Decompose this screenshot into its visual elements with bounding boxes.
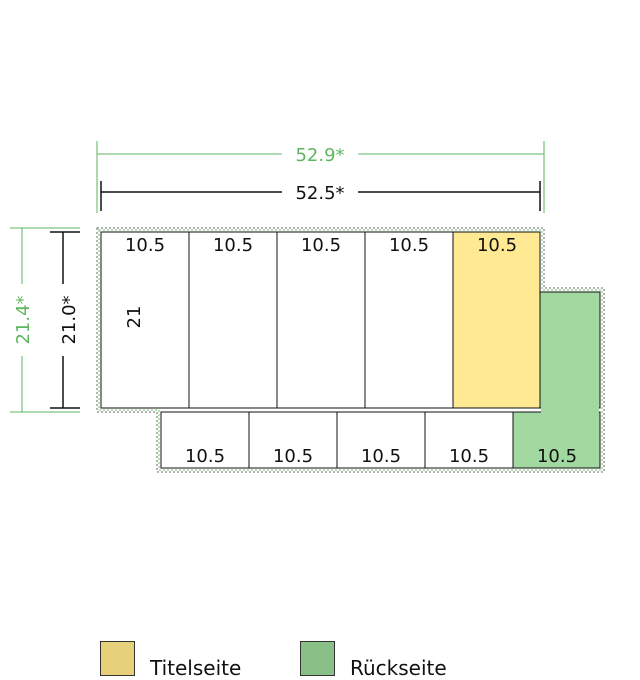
back-page-flap <box>539 291 601 409</box>
outer-width-dimension <box>96 141 545 213</box>
bottom-panel-1-label: 10.5 <box>185 446 225 467</box>
top-panel-4-label: 10.5 <box>389 235 429 256</box>
legend-back-page: Rückseite <box>300 640 447 680</box>
top-row <box>100 231 541 409</box>
bleed-outline-inner <box>98 229 603 471</box>
top-panel-1-label: 10.5 <box>125 235 165 256</box>
top-panel-2 <box>188 231 278 409</box>
title-page-panel <box>452 231 541 409</box>
title-page-swatch <box>100 641 135 676</box>
top-panel-4 <box>364 231 454 409</box>
title-page-panel-label: 10.5 <box>477 235 517 256</box>
bottom-panel-4-label: 10.5 <box>449 446 489 467</box>
back-page-panel-label: 10.5 <box>537 446 577 467</box>
top-panel-1 <box>100 231 190 409</box>
inner-width-dimension <box>100 181 541 211</box>
back-page-panel <box>512 411 601 469</box>
bottom-panel-3 <box>336 411 426 469</box>
bottom-panel-2 <box>248 411 338 469</box>
back-page-seam <box>541 406 599 414</box>
bottom-panel-1 <box>160 411 250 469</box>
legend-title-page: Titelseite <box>100 640 242 680</box>
inner-height-dimension <box>50 231 80 409</box>
top-panel-3 <box>276 231 366 409</box>
outer-height-dimension <box>10 227 80 413</box>
outer-height-label: 21.4* <box>13 295 34 344</box>
bottom-panel-2-label: 10.5 <box>273 446 313 467</box>
inner-height-label: 21.0* <box>59 295 80 344</box>
bottom-panel-4 <box>424 411 514 469</box>
title-page-legend-label: Titelseite <box>150 656 242 680</box>
top-panel-2-label: 10.5 <box>213 235 253 256</box>
top-panel-3-label: 10.5 <box>301 235 341 256</box>
panel-height-label: 21 <box>124 306 145 329</box>
back-page-legend-label: Rückseite <box>350 656 447 680</box>
inner-width-label: 52.5* <box>295 183 344 204</box>
bottom-row <box>160 411 601 469</box>
outer-width-label: 52.9* <box>295 145 344 166</box>
bleed-outline <box>96 227 605 473</box>
back-page-swatch <box>300 641 335 676</box>
bottom-panel-3-label: 10.5 <box>361 446 401 467</box>
